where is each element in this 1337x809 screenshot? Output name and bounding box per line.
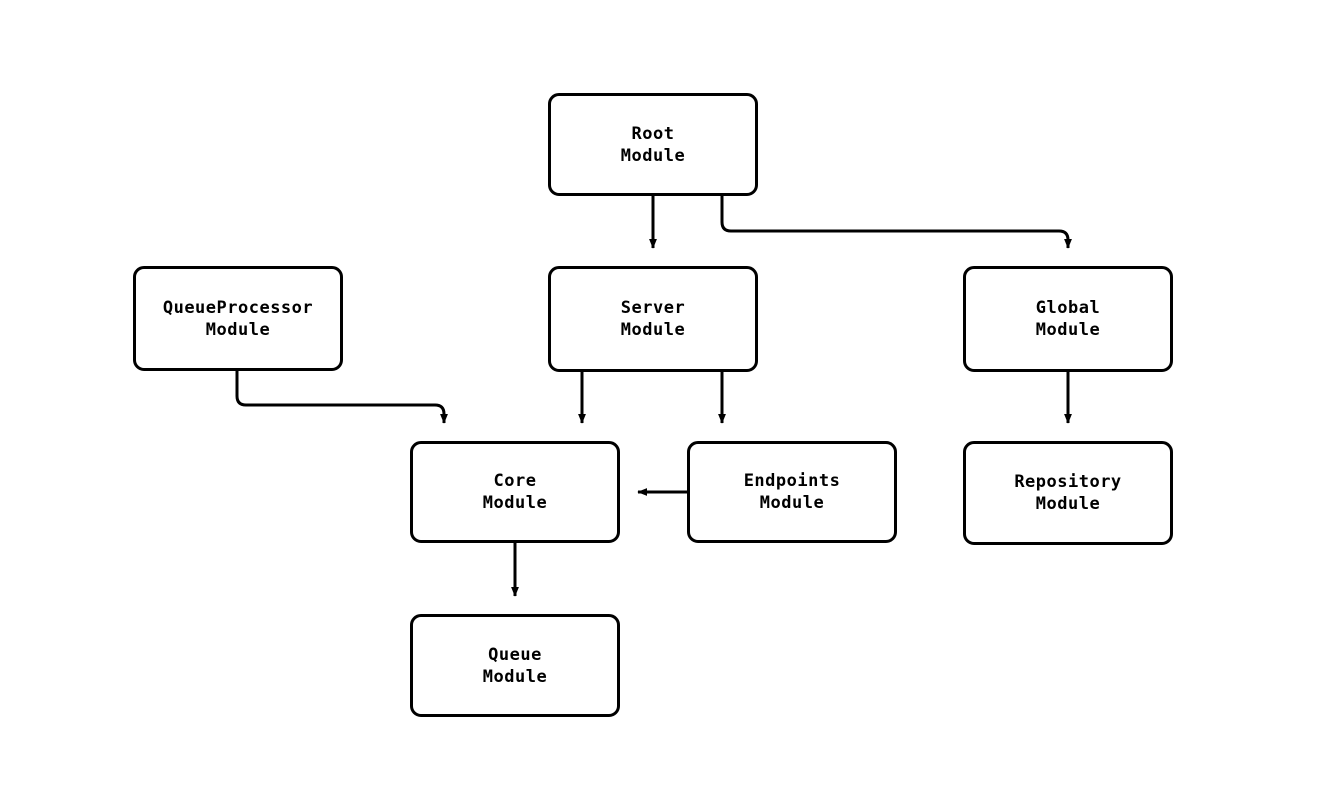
edge-queueprocessor-core <box>235 371 448 424</box>
node-root[interactable]: Root Module <box>548 93 758 196</box>
node-queue-suffix: Module <box>482 666 548 687</box>
node-server-name: Server <box>620 298 686 318</box>
node-global-suffix: Module <box>1035 320 1101 340</box>
node-queue-name: Queue <box>488 644 542 665</box>
node-endpoints-suffix: Module <box>759 493 825 513</box>
node-queueprocessor-suffix: Module <box>205 319 271 340</box>
node-queue[interactable]: Queue Module <box>410 614 620 717</box>
node-endpoints-name: Endpoints <box>743 471 841 491</box>
node-global[interactable]: Global Module <box>963 266 1173 372</box>
node-core-name: Core <box>493 471 537 491</box>
node-root-suffix: Module <box>620 145 686 166</box>
node-queueprocessor[interactable]: QueueProcessor Module <box>133 266 343 371</box>
node-core-suffix: Module <box>482 493 548 513</box>
node-repository[interactable]: Repository Module <box>963 441 1173 545</box>
node-queueprocessor-name: QueueProcessor <box>162 297 314 318</box>
node-repository-name: Repository <box>1014 472 1122 492</box>
node-root-name: Root <box>631 123 675 144</box>
node-endpoints[interactable]: Endpoints Module <box>687 441 897 543</box>
edge-root-global <box>720 196 1072 249</box>
node-repository-suffix: Module <box>1035 494 1101 514</box>
node-core[interactable]: Core Module <box>410 441 620 543</box>
node-server[interactable]: Server Module <box>548 266 758 372</box>
node-global-name: Global <box>1035 298 1101 318</box>
node-server-suffix: Module <box>620 320 686 340</box>
